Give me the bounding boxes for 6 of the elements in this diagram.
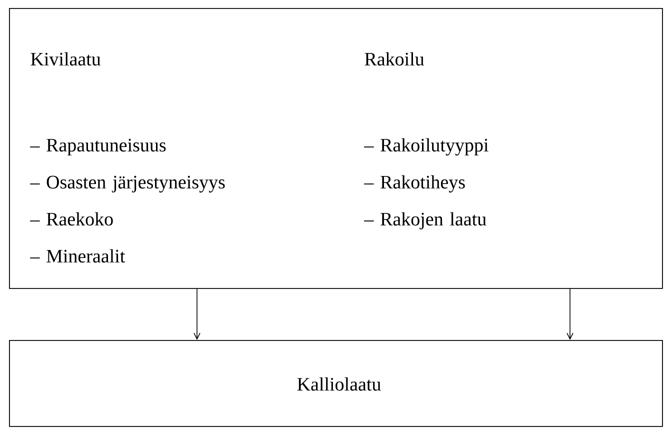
text-column: Kivilaatu – Rapautuneisuus – Osasten järjestyneisyys – Raekoko – Mineraalit bbox=[30, 52, 225, 263]
text-column: Rakoilu – Rakoilutyyppi – Rakotiheys – Rakojen laatu bbox=[364, 52, 488, 230]
arrow bbox=[566, 288, 574, 340]
result-box: Kalliolaatu bbox=[9, 340, 663, 427]
arrow bbox=[194, 288, 200, 340]
group-box bbox=[9, 8, 663, 289]
